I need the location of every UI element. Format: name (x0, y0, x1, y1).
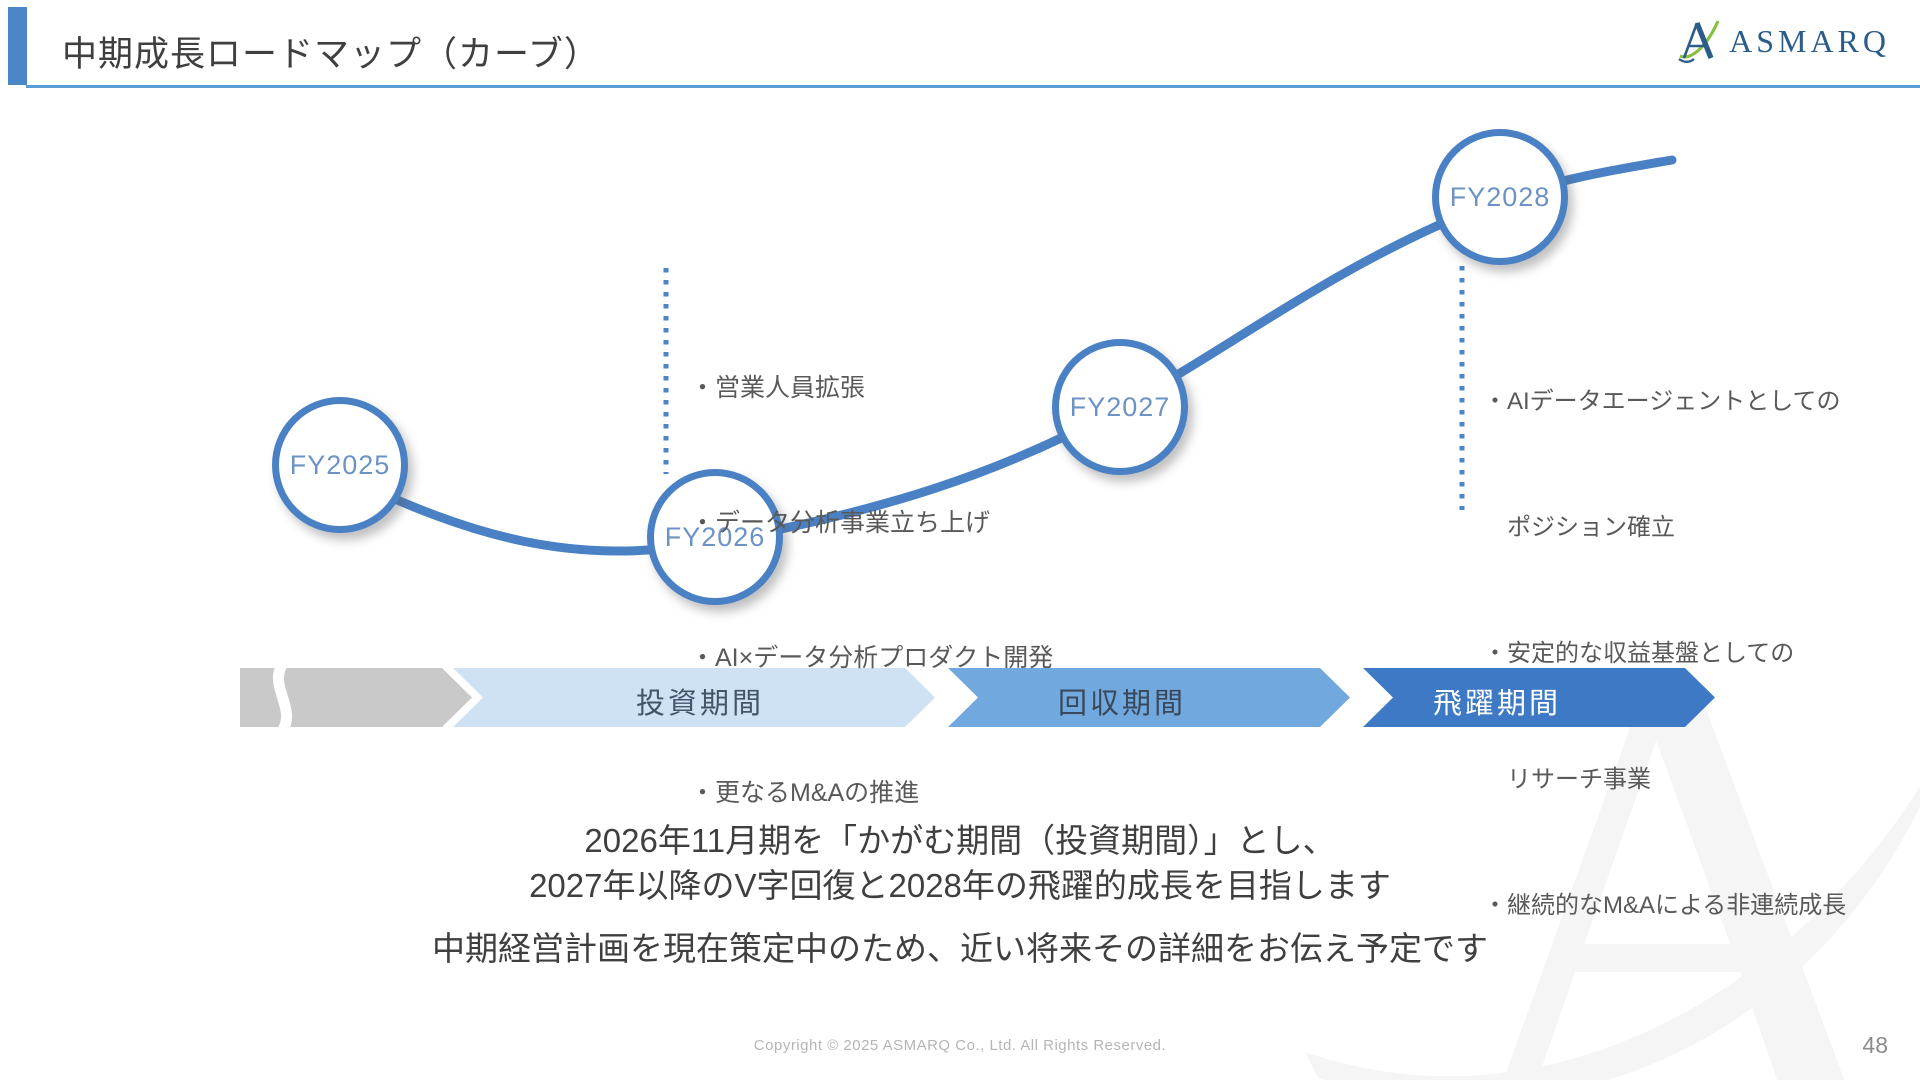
milestone-item: ・営業人員拡張 (690, 374, 866, 402)
node-fy2027: FY2027 (1052, 339, 1188, 475)
milestone-item: ・更なるM&Aの推進 (690, 779, 920, 807)
node-fy2027-label: FY2027 (1069, 391, 1171, 422)
node-fy2025-label: FY2025 (289, 449, 391, 480)
summary-block: 2026年11月期を「かがむ期間（投資期間）」とし、 2027年以降のV字回復と… (0, 818, 1920, 971)
phase-label-investment: 投資期間 (635, 688, 765, 720)
page-number: 48 (1862, 1032, 1888, 1058)
milestone-item: リサーチ事業 (1483, 766, 1651, 793)
milestone-item: ・継続的なM&Aによる非連続成長 (1483, 892, 1847, 919)
phase-label-leap: 飛躍期間 (1432, 688, 1562, 720)
milestone-item: ・AIデータエージェントとしての (1483, 388, 1841, 415)
header-accent-bar (8, 7, 27, 85)
phase-segment-leap (1363, 668, 1715, 727)
node-fy2028: FY2028 (1432, 129, 1568, 265)
milestone-item: ・AI×データ分析プロダクト開発 (690, 644, 1054, 672)
summary-line-2: 2027年以降のV字回復と2028年の飛躍的成長を目指します (529, 867, 1391, 904)
phase-label-recovery: 回収期間 (1057, 688, 1187, 720)
node-fy2026: FY2026 (647, 469, 783, 605)
milestone-item: ポジション確立 (1483, 514, 1675, 541)
milestones-fy2028: ・AIデータエージェントとしての ポジション確立 ・安定的な収益基盤としての リ… (1483, 297, 1846, 1011)
copyright-notice: Copyright © 2025 ASMARQ Co., Ltd. All Ri… (753, 1037, 1167, 1054)
summary-line-1: 2026年11月期を「かがむ期間（投資期間）」とし、 (584, 822, 1336, 859)
header-underline (26, 85, 1920, 88)
phase-segment-break (273, 658, 292, 737)
phase-segment-recovery (948, 668, 1350, 727)
summary-line-3: 中期経営計画を現在策定中のため、近い将来その詳細をお伝え予定です (432, 930, 1488, 967)
asmarq-mark-icon (1678, 20, 1720, 64)
svg-text:A: A (1445, 549, 1907, 1080)
node-fy2025: FY2025 (272, 397, 408, 533)
milestones-fy2026: ・営業人員拡張 ・データ分析事業立ち上げ ・AI×データ分析プロダクト開発 ・更… (690, 276, 1053, 906)
milestone-item: ・安定的な収益基盤としての (1483, 640, 1795, 667)
phase-segment-investment (453, 668, 935, 727)
node-fy2028-label: FY2028 (1449, 181, 1551, 212)
milestone-item: ・データ分析事業立ち上げ (690, 509, 991, 537)
node-fy2026-label: FY2026 (664, 521, 766, 552)
logo-wordmark: ASMARQ (1729, 22, 1890, 59)
company-logo: ASMARQ (1675, 18, 1890, 64)
phase-segment-past (240, 668, 472, 727)
page-title: 中期成長ロードマップ（カーブ） (62, 35, 600, 74)
